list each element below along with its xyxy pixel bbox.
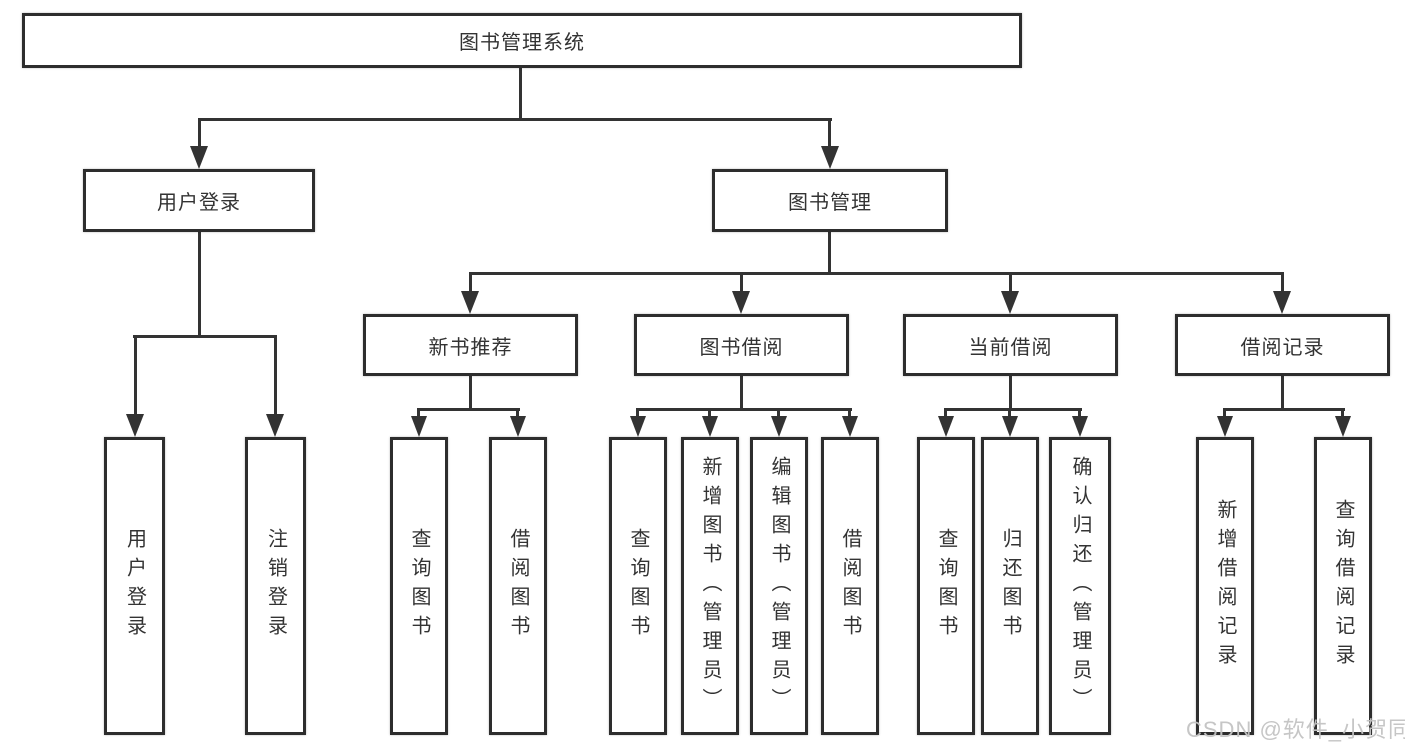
arrowhead-down-icon [411,416,427,437]
connector-vline [636,408,639,418]
node-label: 查询借阅记录 [1332,499,1354,673]
node-borrowing-records: 借阅记录 [1175,314,1390,376]
leaf-confirm-return-admin: 确认归还（管理员） [1049,437,1111,735]
leaf-query-books-recommend: 查询图书 [390,437,448,735]
node-label: 确认归还（管理员） [1069,455,1091,717]
arrowhead-down-icon [1001,291,1019,314]
connector-hline [469,272,1284,275]
node-label: 新增借阅记录 [1214,499,1236,673]
leaf-logout: 注销登录 [245,437,306,735]
leaf-add-borrow-record: 新增借阅记录 [1196,437,1254,735]
connector-vline [1281,272,1284,294]
arrowhead-down-icon [126,414,144,437]
leaf-edit-book-admin: 编辑图书（管理员） [750,437,808,735]
node-label: 编辑图书（管理员） [768,455,790,717]
arrowhead-down-icon [771,416,787,437]
leaf-user-login: 用户登录 [104,437,165,735]
arrowhead-down-icon [732,291,750,314]
connector-vline [740,272,743,294]
leaf-query-books-current: 查询图书 [917,437,975,735]
arrowhead-down-icon [510,416,526,437]
arrowhead-down-icon [1217,416,1233,437]
arrowhead-down-icon [630,416,646,437]
node-book-management-branch: 图书管理 [712,169,948,232]
node-label: 图书管理系统 [459,32,585,54]
node-label: 用户登录 [123,528,146,644]
connector-vline [134,335,137,415]
node-label: 当前借阅 [968,336,1053,359]
arrowhead-down-icon [190,146,208,169]
arrowhead-down-icon [1335,416,1351,437]
connector-vline [848,408,851,418]
connector-vline [708,408,711,418]
arrowhead-down-icon [842,416,858,437]
node-label: 查询图书 [935,528,957,644]
connector-vline [1009,376,1012,408]
connector-vline [944,408,947,418]
connector-vline [777,408,780,418]
leaf-borrow-books-borrowing: 借阅图书 [821,437,879,735]
connector-hline [133,335,277,338]
node-book-borrowing: 图书借阅 [634,314,849,376]
node-label: 注销登录 [264,528,287,644]
csdn-watermark: CSDN @软件_小贺同学 [1186,717,1405,742]
node-label: 借阅图书 [507,528,529,644]
connector-hline [1223,408,1345,411]
connector-vline [469,272,472,294]
connector-vline [1008,408,1011,418]
connector-vline [198,232,201,335]
leaf-return-book: 归还图书 [981,437,1039,735]
connector-vline [516,408,519,418]
connector-vline [417,408,420,418]
arrowhead-down-icon [1072,416,1088,437]
connector-vline [740,376,743,408]
connector-vline [519,68,522,118]
connector-hline [417,408,520,411]
connector-hline [944,408,1082,411]
node-label: 图书借阅 [699,336,784,359]
connector-vline [1341,408,1344,418]
connector-hline [636,408,852,411]
leaf-query-borrow-record: 查询借阅记录 [1314,437,1372,735]
arrowhead-down-icon [266,414,284,437]
connector-vline [828,118,831,148]
connector-vline [469,376,472,408]
leaf-borrow-books-recommend: 借阅图书 [489,437,547,735]
node-label: 新增图书（管理员） [699,455,721,717]
connector-hline [198,118,832,121]
node-label: 借阅图书 [839,528,861,644]
connector-vline [274,335,277,415]
node-label: 归还图书 [999,528,1021,644]
node-library-management-system: 图书管理系统 [22,13,1022,68]
connector-vline [1223,408,1226,418]
node-label: 新书推荐 [428,336,513,359]
leaf-add-book-admin: 新增图书（管理员） [681,437,739,735]
node-label: 查询图书 [627,528,649,644]
arrowhead-down-icon [461,291,479,314]
node-new-book-recommend: 新书推荐 [363,314,578,376]
arrowhead-down-icon [821,146,839,169]
node-label: 图书管理 [788,192,872,214]
connector-vline [1078,408,1081,418]
connector-vline [198,118,201,148]
connector-vline [828,232,831,272]
node-label: 用户登录 [157,192,241,214]
arrowhead-down-icon [1002,416,1018,437]
connector-vline [1281,376,1284,408]
arrowhead-down-icon [702,416,718,437]
arrowhead-down-icon [1273,291,1291,314]
node-label: 借阅记录 [1240,336,1325,359]
node-current-borrowing: 当前借阅 [903,314,1118,376]
connector-vline [1009,272,1012,294]
arrowhead-down-icon [938,416,954,437]
node-label: 查询图书 [408,528,430,644]
node-user-login-branch: 用户登录 [83,169,315,232]
leaf-query-books-borrowing: 查询图书 [609,437,667,735]
